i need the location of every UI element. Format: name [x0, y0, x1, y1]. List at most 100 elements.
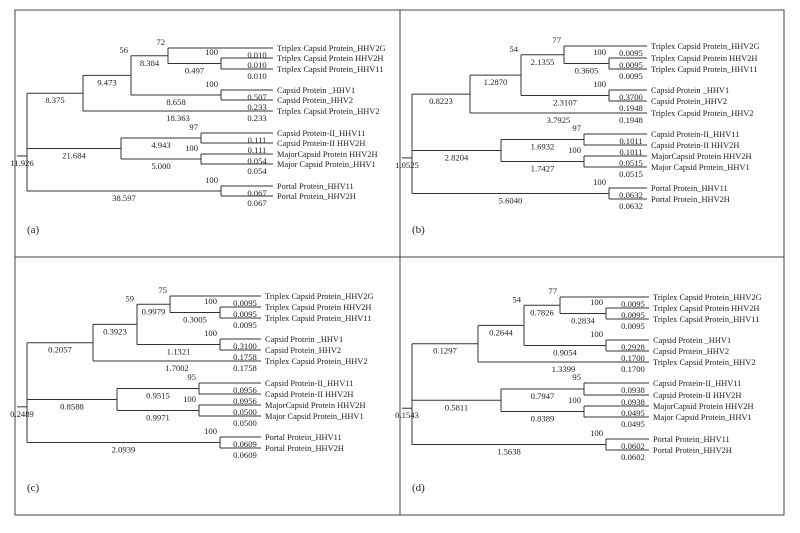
leaf-name-1: Triplex Capsid Protein HHV2H: [277, 54, 383, 63]
leaf-branch-length-4: 0.1948: [619, 103, 643, 113]
leaf-branch-length-6: 0.111: [248, 135, 267, 145]
branch-length-nA: 0.2834: [571, 316, 595, 326]
leaf-name-8: MajorCapsid Protein HHV2H: [265, 401, 366, 410]
leaf-name-8: MajorCapsid Protein HHV2H: [653, 402, 754, 411]
leaf-name-6: Capsid Protein-II_HHV11: [653, 379, 741, 388]
branch-length-nB: 2.1355: [531, 57, 555, 67]
leaf-name-3: Capsid Protein _HHV1: [653, 336, 731, 345]
branch-length-nA: 0.497: [185, 66, 205, 76]
bootstrap-nK: 100: [204, 426, 217, 436]
panel-label-b: (b): [412, 224, 425, 236]
branch-length-nG: 1.6932: [531, 142, 555, 152]
bootstrap-nC: 100: [593, 79, 606, 89]
leaf-branch-length-7: 0.0938: [621, 397, 645, 407]
branch-length-nD: 0.3923: [103, 326, 127, 336]
leaf-name-3: Capsid Protein _HHV1: [277, 86, 355, 95]
bootstrap-nD: 59: [125, 293, 134, 303]
branch-length-nA: 0.3005: [183, 315, 207, 325]
leaf-name-6: Capsid Protein-II_HHV11: [277, 129, 365, 138]
branch-length-nF: 0.1297: [433, 346, 457, 356]
leaf-name-1: Triplex Capsid Protein HHV2H: [265, 303, 371, 312]
leaf-branch-length-2: 0.0095: [621, 321, 645, 331]
leaf-name-10: Portal Protein_HHV11: [265, 433, 342, 442]
bootstrap-nA: 100: [590, 297, 603, 307]
leaf-name-11: Portal Protein_HHV2H: [265, 444, 344, 453]
panel-d-frame: [399, 256, 785, 516]
branch-length-nK: 1.5638: [497, 447, 521, 457]
leaf-name-0: Triplex Capsid Protein_HHV2G: [653, 293, 762, 302]
branch-length-nD: 9.473: [97, 77, 116, 87]
leaf-branch-length-11: 0.0632: [619, 201, 643, 211]
branch-length-nK: 38.597: [112, 193, 136, 203]
bootstrap-nB: 75: [158, 285, 167, 295]
leaf-name-11: Portal Protein_HHV2H: [653, 446, 732, 455]
branch-length-nK: 2.0939: [112, 445, 136, 455]
leaf-branch-length-3: 0.2928: [621, 342, 645, 352]
bootstrap-nB: 77: [548, 286, 557, 296]
leaf-branch-length-11: 0.0609: [233, 450, 257, 460]
bootstrap-nC: 100: [204, 328, 217, 338]
leaf-name-9: Major Capsid Protein_HHV1: [277, 160, 376, 169]
leaf-branch-length-5: 0.1700: [621, 364, 645, 374]
branch-length-nF: 8.375: [45, 95, 64, 105]
leaf-name-6: Capsid Protein-II_HHV11: [651, 130, 739, 139]
bootstrap-nH: 100: [185, 143, 198, 153]
leaf-name-4: Capsid Protein_HHV2: [651, 97, 727, 106]
bootstrap-nK: 100: [590, 428, 603, 438]
branch-length-nD: 1.2870: [484, 77, 508, 87]
leaf-name-6: Capsid Protein-II_HHV11: [265, 379, 353, 388]
leaf-name-1: Triplex Capsid Protein HHV2H: [653, 304, 759, 313]
leaf-branch-length-7: 0.1011: [619, 147, 642, 157]
leaf-name-0: Triplex Capsid Protein_HHV2G: [265, 292, 374, 301]
branch-length-nG: 0.7947: [531, 391, 555, 401]
leaf-name-4: Capsid Protein_HHV2: [277, 96, 353, 105]
leaf-branch-length-11: 0.0602: [621, 452, 645, 462]
leaf-branch-length-6: 0.0956: [233, 385, 257, 395]
leaf-branch-length-8: 0.054: [247, 156, 267, 166]
branch-length-nF: 0.2057: [48, 345, 72, 355]
leaf-branch-length-2: 0.010: [247, 71, 266, 81]
bootstrap-nH: 100: [568, 145, 581, 155]
leaf-name-1: Triplex Capsid Protein HHV2H: [651, 54, 757, 63]
branch-length-nE: 3.7925: [547, 115, 571, 125]
branch-length-nH: 5.000: [151, 161, 170, 171]
leaf-name-2: Triplex Capsid Protein_HHV11: [265, 314, 371, 323]
leaf-name-4: Capsid Protein_HHV2: [653, 347, 729, 356]
leaf-branch-length-10: 0.0609: [233, 439, 257, 449]
leaf-branch-length-9: 0.0500: [233, 418, 257, 428]
branch-length-nD: 0.2644: [489, 327, 513, 337]
leaf-name-7: Capsid Protein-II HHV2H: [265, 390, 353, 399]
leaf-branch-length-11: 0.067: [247, 198, 267, 208]
branch-length-nC: 1.1321: [167, 347, 191, 357]
leaf-branch-length-0: 0.0095: [621, 299, 645, 309]
leaf-name-9: Major Capsid Protein_HHV1: [651, 163, 750, 172]
bootstrap-nC: 100: [590, 329, 603, 339]
branch-length-nI: 2.8204: [445, 153, 469, 163]
leaf-name-11: Portal Protein_HHV2H: [277, 192, 356, 201]
leaf-name-5: Triplex Capsid Protein_HHV2: [653, 358, 756, 367]
leaf-branch-length-0: 0.0095: [233, 298, 257, 308]
leaf-branch-length-0: 0.010: [247, 50, 266, 60]
leaf-name-2: Triplex Capsid Protein_HHV11: [653, 315, 759, 324]
branch-length-nI: 21.684: [62, 151, 86, 161]
branch-length-nF: 0.8223: [429, 96, 453, 106]
leaf-branch-length-10: 0.0602: [621, 441, 645, 451]
leaf-name-10: Portal Protein_HHV11: [277, 182, 354, 191]
branch-length-nI: 0.8588: [60, 402, 84, 412]
leaf-name-5: Triplex Capsid Protein_HHV2: [277, 107, 380, 116]
leaf-branch-length-7: 0.111: [248, 145, 267, 155]
bootstrap-nG: 95: [187, 372, 196, 382]
panel-c-tree: Triplex Capsid Protein_HHV2G Triplex Caps…: [10, 285, 373, 494]
branch-length-nG: 0.9515: [146, 391, 170, 401]
bootstrap-nC: 100: [205, 79, 218, 89]
bootstrap-nD: 56: [119, 45, 128, 55]
leaf-branch-length-1: 0.0095: [233, 309, 257, 319]
leaf-name-8: MajorCapsid Protein HHV2H: [651, 152, 752, 161]
leaf-branch-length-10: 0.0632: [619, 190, 643, 200]
leaf-name-3: Capsid Protein _HHV1: [651, 86, 729, 95]
leaf-name-10: Portal Protein_HHV11: [653, 435, 730, 444]
branch-length-nH: 0.8389: [531, 414, 555, 424]
branch-length-nA: 0.3605: [575, 66, 599, 76]
